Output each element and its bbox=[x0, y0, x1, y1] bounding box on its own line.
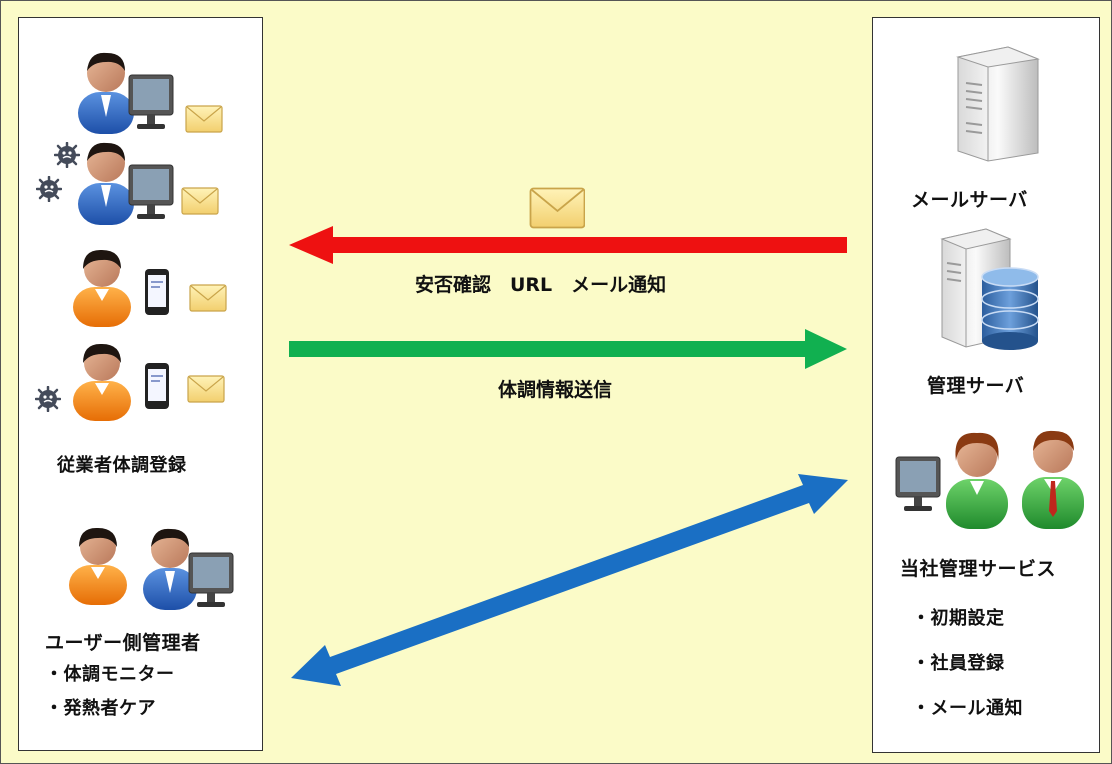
service-item-employee-register: ・社員登録 bbox=[912, 653, 1005, 674]
virus-icon bbox=[35, 386, 61, 412]
staff-group-icon bbox=[894, 421, 1094, 541]
woman-icon bbox=[946, 432, 1008, 529]
bidirectional-arrow bbox=[291, 474, 848, 686]
management-server-label: 管理サーバ bbox=[927, 375, 1025, 397]
service-item-mail-notify: ・メール通知 bbox=[912, 698, 1023, 719]
man-icon bbox=[1022, 430, 1084, 529]
server-icon bbox=[946, 43, 1046, 163]
notify-arrow-label: 安否確認 URL メール通知 bbox=[415, 274, 667, 296]
person-pc-icon bbox=[141, 523, 241, 613]
person-pc-icon bbox=[73, 135, 183, 227]
envelope-icon bbox=[187, 375, 225, 403]
envelope-icon bbox=[529, 187, 585, 229]
envelope-icon bbox=[185, 105, 223, 133]
service-item-initial-setup: ・初期設定 bbox=[912, 608, 1005, 629]
person-phone-icon bbox=[71, 339, 181, 423]
notify-arrow bbox=[289, 226, 847, 264]
employee-health-register-label: 従業者体調登録 bbox=[57, 455, 187, 476]
envelope-icon bbox=[181, 187, 219, 215]
send-arrow bbox=[289, 329, 847, 369]
virus-icon bbox=[36, 176, 62, 202]
person-phone-icon bbox=[71, 247, 181, 329]
admin-title-label: ユーザー側管理者 bbox=[45, 632, 201, 654]
person-pc-icon bbox=[73, 47, 183, 137]
person-admin-icon bbox=[65, 525, 133, 607]
send-arrow-label: 体調情報送信 bbox=[498, 379, 613, 401]
arrows-layer bbox=[289, 226, 848, 686]
mail-server-label: メールサーバ bbox=[911, 189, 1028, 211]
service-title-label: 当社管理サービス bbox=[900, 558, 1057, 580]
admin-item-monitor: ・体調モニター bbox=[45, 664, 175, 685]
database-server-icon bbox=[934, 227, 1044, 353]
admin-item-fever-care: ・発熱者ケア bbox=[45, 698, 156, 719]
envelope-icon bbox=[189, 284, 227, 312]
